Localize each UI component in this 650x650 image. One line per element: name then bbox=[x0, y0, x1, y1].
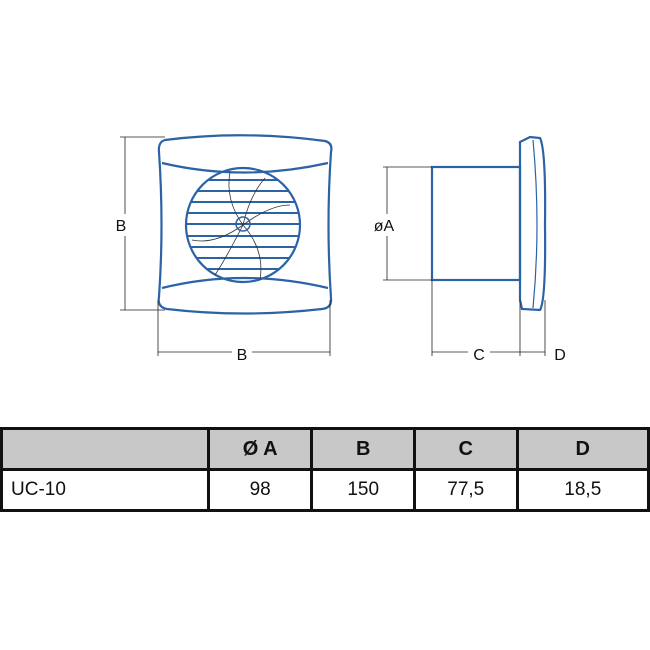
side-view bbox=[430, 135, 547, 312]
duct-body bbox=[430, 165, 522, 282]
bottom-panel-line bbox=[161, 276, 329, 290]
grille-bars bbox=[186, 179, 301, 270]
cell-c: 77,5 bbox=[412, 468, 519, 512]
fan-dimension-drawing: B B øA C D bbox=[115, 134, 566, 364]
depth-d-label: D bbox=[554, 347, 566, 364]
dimension-lines bbox=[120, 136, 546, 356]
header-b: B bbox=[310, 427, 416, 471]
header-c: C bbox=[412, 427, 519, 471]
top-panel-line bbox=[161, 161, 329, 174]
front-view bbox=[157, 134, 333, 315]
cell-model: UC-10 bbox=[0, 468, 210, 512]
front-flange bbox=[518, 135, 547, 312]
front-height-label: B bbox=[116, 218, 127, 235]
header-d: D bbox=[515, 427, 650, 471]
cell-d: 18,5 bbox=[515, 468, 650, 512]
fan-hub bbox=[235, 216, 251, 232]
cell-b: 150 bbox=[310, 468, 416, 512]
table-row: UC-10 98 150 77,5 18,5 bbox=[0, 468, 650, 512]
depth-c-label: C bbox=[473, 347, 485, 364]
header-model bbox=[0, 427, 210, 471]
table-header-row: Ø A B C D bbox=[0, 427, 650, 471]
cell-a: 98 bbox=[206, 468, 314, 512]
header-diameter-a: Ø A bbox=[206, 427, 314, 471]
fan-blades bbox=[191, 171, 291, 281]
front-width-label: B bbox=[237, 347, 248, 364]
dimensions-table: Ø A B C D UC-10 98 150 77,5 18,5 bbox=[0, 427, 650, 512]
front-face-outline bbox=[157, 134, 333, 315]
diameter-label: øA bbox=[374, 218, 395, 235]
